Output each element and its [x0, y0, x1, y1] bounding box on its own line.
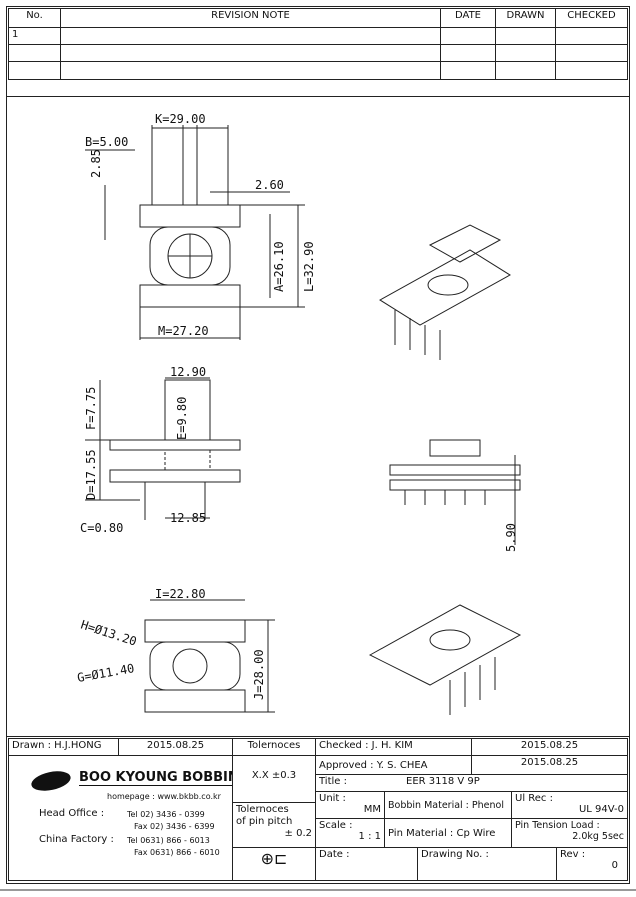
- unit-label: Unit :: [319, 793, 346, 804]
- dim-h: H=Ø13.20: [79, 618, 138, 649]
- title-label: Title :: [319, 776, 347, 787]
- projection-symbol-icon: ⊕⊏: [232, 847, 316, 881]
- dim-l: L=32.90: [302, 241, 316, 292]
- unit-value: MM: [363, 804, 381, 815]
- bobbin-material: Bobbin Material : Phenol: [384, 791, 512, 819]
- ul-rec-cell: Ul Rec : UL 94V-0: [511, 791, 628, 819]
- pin-tol-label-2: of pin pitch: [236, 816, 293, 827]
- china-factory-fax: Fax 0631) 866 - 6010: [134, 848, 220, 857]
- head-office-label: Head Office :: [39, 808, 105, 819]
- title-row: Title : EER 3118 V 9P: [315, 774, 628, 792]
- dim-j: J=28.00: [252, 649, 266, 700]
- dim-k: K=29.00: [155, 112, 206, 126]
- homepage: homepage : www.bkbb.co.kr: [107, 792, 221, 801]
- ul-rec-label: Ul Rec :: [515, 793, 553, 804]
- pin-tol-value: ± 0.2: [284, 828, 312, 839]
- pin-material: Pin Material : Cp Wire: [384, 818, 512, 848]
- pin-pitch-tolerance: Tolernoces of pin pitch ± 0.2: [232, 802, 316, 848]
- head-office-fax: Fax 02) 3436 - 6399: [134, 822, 215, 831]
- date-label: Date :: [315, 847, 418, 881]
- tolerances-value: X.X ±0.3: [232, 755, 316, 803]
- company-info: BOO KYOUNG BOBBIN homepage : www.bkbb.co…: [8, 755, 233, 881]
- drawn-date: 2015.08.25: [118, 738, 233, 756]
- isometric-view-bottom: [368, 604, 522, 715]
- dim-2-60: 2.60: [255, 178, 284, 192]
- drawn-by: Drawn : H.J.HONG: [8, 738, 119, 756]
- approved-date: 2015.08.25: [471, 755, 628, 775]
- scale-label: Scale :: [319, 820, 353, 831]
- front-view: [389, 439, 521, 545]
- dim-b: B=5.00: [85, 135, 128, 149]
- bottom-view: [144, 599, 275, 713]
- isometric-view-top: [379, 224, 511, 360]
- dim-12-90: 12.90: [170, 365, 206, 379]
- dim-a: A=26.10: [272, 241, 286, 292]
- scale-cell: Scale : 1 : 1: [315, 818, 385, 848]
- checked-by: Checked : J. H. KIM: [315, 738, 472, 756]
- dim-e: E=9.80: [175, 397, 189, 440]
- dim-c: C=0.80: [80, 521, 123, 535]
- pin-tension-label: Pin Tension Load :: [515, 820, 600, 831]
- ul-rec-value: UL 94V-0: [578, 804, 624, 815]
- side-view: [85, 377, 241, 520]
- tolerances-label: Tolernoces: [232, 738, 316, 756]
- drawing-no-label: Drawing No. :: [417, 847, 557, 881]
- dim-2-85: 2.85: [89, 149, 103, 178]
- dim-f: F=7.75: [84, 387, 98, 430]
- top-view: [85, 125, 305, 340]
- company-name: BOO KYOUNG BOBBIN: [79, 770, 232, 786]
- company-logo: [29, 768, 73, 794]
- divider: [6, 736, 630, 737]
- page-bottom-border: [0, 889, 636, 891]
- checked-date: 2015.08.25: [471, 738, 628, 756]
- drawing-frame: [6, 6, 630, 884]
- head-office-tel: Tel 02) 3436 - 0399: [127, 810, 205, 819]
- rev-label: Rev :: [560, 849, 586, 860]
- dim-5-90: 5.90: [504, 523, 518, 552]
- dim-m: M=27.20: [158, 324, 209, 338]
- pin-tension-value: 2.0kg 5sec: [572, 831, 624, 842]
- scale-value: 1 : 1: [358, 831, 381, 842]
- dim-12-85: 12.85: [170, 511, 206, 525]
- approved-by: Approved : Y. S. CHEA: [315, 755, 472, 775]
- unit-cell: Unit : MM: [315, 791, 385, 819]
- dim-i: I=22.80: [155, 587, 206, 601]
- dim-d: D=17.55: [84, 449, 98, 500]
- divider: [6, 96, 630, 97]
- rev-value: 0: [611, 860, 618, 871]
- china-factory-tel: Tel 0631) 866 - 6013: [127, 836, 210, 845]
- dim-g: G=Ø11.40: [76, 661, 135, 685]
- title-value: EER 3118 V 9P: [406, 776, 480, 787]
- technical-drawing: K=29.00 B=5.00 2.85 2.60 A=26.10 L=32.90…: [76, 112, 522, 715]
- pin-tol-label-1: Tolernoces: [236, 804, 289, 815]
- row-cell: [555, 61, 628, 80]
- pin-tension-cell: Pin Tension Load : 2.0kg 5sec: [511, 818, 628, 848]
- rev-cell: Rev : 0: [556, 847, 628, 881]
- china-factory-label: China Factory :: [39, 834, 114, 845]
